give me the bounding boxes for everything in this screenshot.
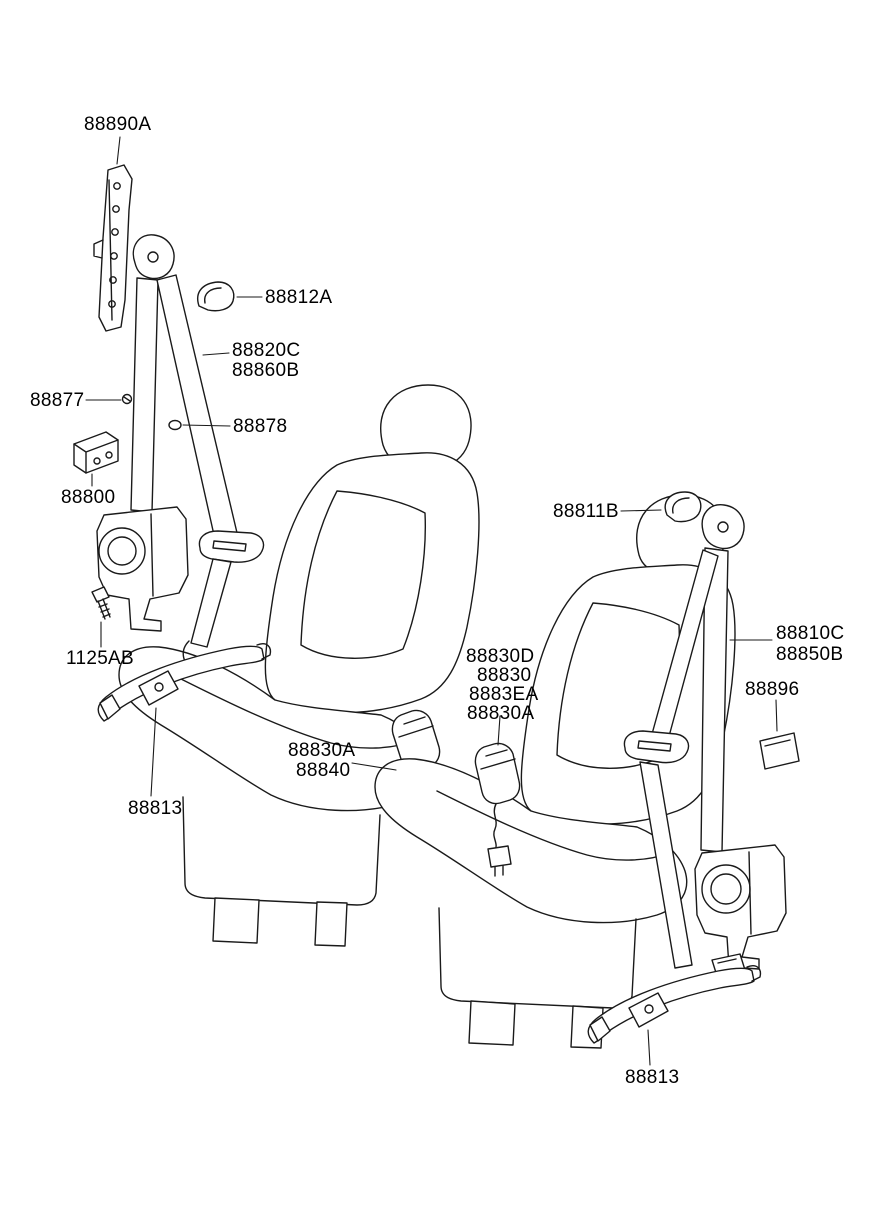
part-label-8883ea: 8883EA [469,684,539,705]
part-label-88877: 88877 [30,390,85,411]
part-label-88890a: 88890A [84,114,152,135]
part-label-88830a-left: 88830A [288,740,356,761]
left-seat-drawing [118,384,480,947]
part-label-88811b: 88811B [553,501,619,522]
part-label-88896: 88896 [745,679,800,700]
center-buckle-drawing [474,742,521,877]
part-label-88800: 88800 [61,487,116,508]
part-label-88878: 88878 [233,416,288,437]
part-label-88840: 88840 [296,760,351,781]
left-belt-assembly-drawing [73,164,272,722]
part-label-88813-right: 88813 [625,1067,680,1088]
part-label-88820c: 88820C [232,340,301,361]
part-label-88850b: 88850B [776,644,844,665]
part-label-88812a: 88812A [265,287,333,308]
part-label-88813-left: 88813 [128,798,183,819]
part-label-88830a-center: 88830A [467,703,535,724]
part-label-88830d: 88830D [466,646,535,667]
right-belt-assembly-drawing [587,491,800,1044]
part-label-88830: 88830 [477,665,532,686]
part-label-88860b: 88860B [232,360,300,381]
part-label-88810c: 88810C [776,623,845,644]
part-label-1125ab: 1125AB [66,648,135,669]
leader-lines [85,136,778,1066]
